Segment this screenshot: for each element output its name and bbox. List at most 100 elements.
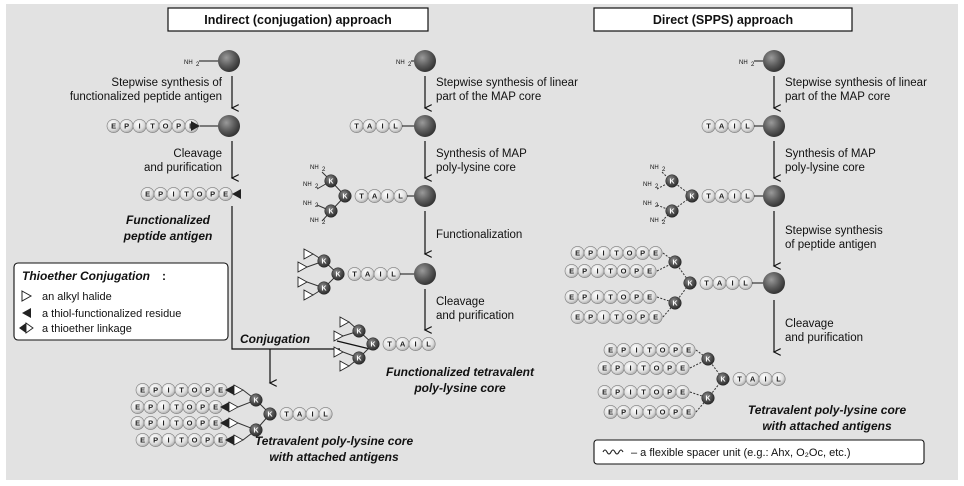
lysine-letter: K — [672, 260, 677, 267]
nh2-resin-direct: NH 2 — [739, 50, 785, 72]
residue-bead: O — [187, 383, 202, 397]
lysine-icon: K — [366, 337, 380, 351]
residue-letter: I — [636, 408, 638, 417]
residue-letter: P — [153, 436, 158, 445]
residue-bead: P — [195, 416, 210, 430]
residue-letter: P — [176, 122, 181, 131]
residue-letter: P — [158, 190, 163, 199]
legend-title: Thioether Conjugation — [22, 269, 150, 283]
residue-bead: P — [610, 385, 625, 399]
step-label: and purification — [144, 162, 222, 174]
residue-bead: A — [745, 372, 760, 386]
step-label: Stepwise synthesis — [785, 225, 883, 237]
residue-bead: A — [714, 119, 729, 133]
residue-letter: O — [660, 346, 666, 355]
residue-bead: L — [738, 276, 753, 290]
core-column: NH 2 Stepwise synthesis of linear part o… — [297, 50, 578, 395]
residue-letter: E — [213, 419, 218, 428]
thiol-residue-icon — [191, 121, 200, 131]
residue-letter: I — [630, 388, 632, 397]
residue-letter: O — [192, 386, 198, 395]
residue-letter: I — [630, 364, 632, 373]
residue-letter: E — [680, 388, 685, 397]
residue-bead: E — [130, 400, 145, 414]
residue-bead: P — [635, 246, 650, 260]
residue-bead: P — [577, 264, 592, 278]
nh2-subscript: 2 — [662, 167, 666, 173]
residue-letter: P — [124, 122, 129, 131]
residue-letter: P — [148, 403, 153, 412]
residue-letter: A — [367, 122, 373, 131]
step-label: Functionalized tetravalent — [386, 365, 535, 379]
residue-bead: E — [642, 264, 657, 278]
nh2-subscript: 2 — [322, 167, 326, 173]
residue-letter: I — [597, 267, 599, 276]
residue-bead: E — [106, 119, 121, 133]
residue-letter: T — [704, 279, 709, 288]
step-label: Synthesis of MAP — [785, 148, 876, 160]
step-label: of peptide antigen — [785, 239, 876, 251]
residue-bead: I — [380, 189, 395, 203]
residue-letter: L — [426, 340, 431, 349]
nh2-subscript: 2 — [655, 184, 659, 190]
residue-bead: P — [662, 361, 677, 375]
residue-letter: T — [641, 364, 646, 373]
step-label: poly-lysine core — [785, 162, 865, 174]
residue-bead: A — [292, 407, 307, 421]
residue-bead: A — [360, 267, 375, 281]
lysine-icon: K — [668, 296, 682, 310]
step-label: Tetravalent poly-lysine core — [748, 403, 907, 417]
residue-letter: T — [174, 419, 179, 428]
residue-bead: P — [616, 405, 631, 419]
residue-bead: E — [648, 310, 663, 324]
step-label: and purification — [785, 332, 863, 344]
step-label: Cleavage — [436, 296, 485, 308]
conjugation-line — [231, 206, 270, 350]
residue-bead: P — [195, 400, 210, 414]
residue-bead: P — [153, 187, 168, 201]
residue-letter: I — [597, 293, 599, 302]
residue-bead: T — [179, 187, 194, 201]
residue-bead: T — [349, 119, 364, 133]
residue-letter: E — [218, 436, 223, 445]
residue-bead: I — [156, 400, 171, 414]
residue-letter: I — [139, 122, 141, 131]
residue-bead: P — [616, 343, 631, 357]
residue-bead: O — [158, 119, 173, 133]
residue-bead: E — [603, 405, 618, 419]
lysine-letter: K — [689, 194, 694, 201]
residue-letter: P — [667, 364, 672, 373]
thioether-linkage-icon — [228, 417, 239, 429]
residue-bead: T — [174, 433, 189, 447]
residue-bead: T — [174, 383, 189, 397]
residue-bead: E — [681, 405, 696, 419]
residue-bead: L — [771, 372, 786, 386]
residue-letter: E — [213, 403, 218, 412]
residue-letter: I — [163, 419, 165, 428]
residue-letter: T — [354, 122, 359, 131]
spacer-icon — [602, 449, 624, 455]
residue-bead: P — [635, 310, 650, 324]
residue-bead: I — [156, 416, 171, 430]
lysine-icon: K — [324, 174, 338, 188]
residue-letter: I — [603, 249, 605, 258]
residue-bead: I — [596, 310, 611, 324]
residue-bead: I — [305, 407, 320, 421]
residue-letter: I — [636, 346, 638, 355]
residue-letter: E — [575, 313, 580, 322]
legend-item: an alkyl halide — [42, 291, 112, 303]
residue-letter: T — [614, 313, 619, 322]
residue-letter: T — [608, 293, 613, 302]
residue-bead: E — [603, 343, 618, 357]
residue-bead: O — [182, 400, 197, 414]
